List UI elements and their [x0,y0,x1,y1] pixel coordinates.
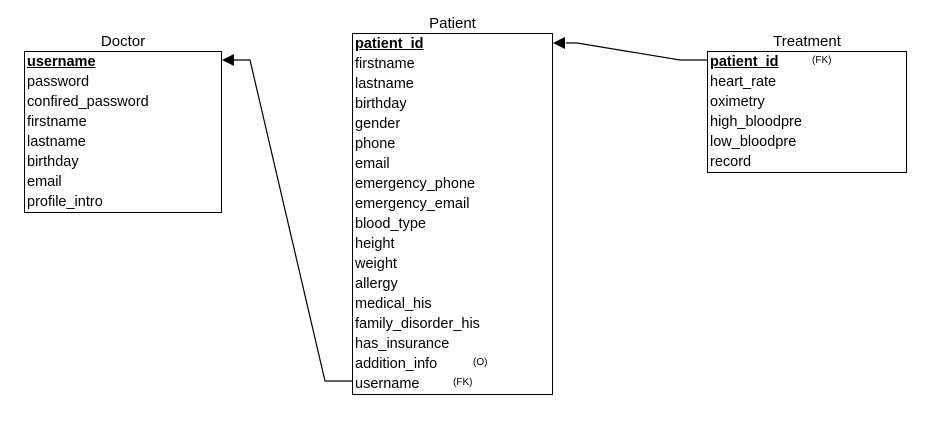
field-name: lastname [355,76,414,92]
field-confired-password: confired_password [27,92,221,112]
field-name: phone [355,136,396,152]
field-name: patient_id [710,54,779,70]
connector-patient-to-doctor [234,59,353,382]
field-name: birthday [355,96,407,112]
entity-patient: Patient patient_id firstname lastname birth… [352,16,553,395]
field-lastname: lastname [27,132,221,152]
field-birthday: birthday [355,94,552,114]
field-note: (FK) [812,55,832,66]
field-patient-id: patient_id [355,34,552,54]
arrowhead-doctor-icon [222,54,234,66]
field-low-bloodpre: low_bloodpre [710,132,906,152]
field-name: profile_intro [27,194,103,210]
field-heart-rate: heart_rate [710,72,906,92]
field-name: lastname [27,134,86,150]
entity-box: patient_id (FK) heart_rate oximetry high_blo… [707,51,907,173]
field-name: email [27,174,62,190]
field-phone: phone [355,134,552,154]
field-medical-his: medical_his [355,294,552,314]
field-name: firstname [27,114,87,130]
field-username: username [27,52,221,72]
field-name: oximetry [710,94,765,110]
field-name: username [355,376,420,392]
entity-title: Patient [429,15,476,32]
field-name: birthday [27,154,79,170]
arrowhead-patient-icon [553,37,565,49]
field-lastname: lastname [355,74,552,94]
field-name: low_bloodpre [710,134,797,150]
field-name: gender [355,116,401,132]
field-name: has_insurance [355,336,450,352]
field-firstname: firstname [27,112,221,132]
field-note: (O) [473,357,488,368]
field-name: emergency_email [355,196,470,212]
field-has-insurance: has_insurance [355,334,552,354]
field-name: allergy [355,276,398,292]
field-weight: weight [355,254,552,274]
field-name: high_bloodpre [710,114,802,130]
field-password: password [27,72,221,92]
field-name: addition_info [355,356,438,372]
entity-doctor: Doctor username password confired_password… [24,34,222,213]
field-name: emergency_phone [355,176,476,192]
field-height: height [355,234,552,254]
field-name: family_disorder_his [355,316,480,332]
field-profile-intro: profile_intro [27,192,221,212]
field-username: username (FK) [355,374,552,394]
field-name: username [27,54,96,70]
field-oximetry: oximetry [710,92,906,112]
field-emergency-email: emergency_email [355,194,552,214]
field-name: heart_rate [710,74,777,90]
field-name: patient_id [355,36,424,52]
field-addition-info: addition_info (O) [355,354,552,374]
connector-treatment-to-patient [566,42,707,61]
field-name: height [355,236,395,252]
field-name: weight [355,256,397,272]
field-family-disorder-his: family_disorder_his [355,314,552,334]
field-blood-type: blood_type [355,214,552,234]
field-name: email [355,156,390,172]
field-allergy: allergy [355,274,552,294]
entity-title: Treatment [773,33,841,50]
field-emergency-phone: emergency_phone [355,174,552,194]
field-email: email [27,172,221,192]
field-high-bloodpre: high_bloodpre [710,112,906,132]
field-name: record [710,154,752,170]
field-name: firstname [355,56,415,72]
field-name: medical_his [355,296,432,312]
field-name: confired_password [27,94,149,110]
field-email: email [355,154,552,174]
field-firstname: firstname [355,54,552,74]
field-gender: gender [355,114,552,134]
field-note: (FK) [453,377,473,388]
field-name: password [27,74,90,90]
entity-title: Doctor [100,33,146,50]
field-birthday: birthday [27,152,221,172]
field-record: record [710,152,906,172]
entity-box: patient_id firstname lastname birthday gende… [352,33,553,395]
field-name: blood_type [355,216,426,232]
field-patient-id: patient_id (FK) [710,52,906,72]
